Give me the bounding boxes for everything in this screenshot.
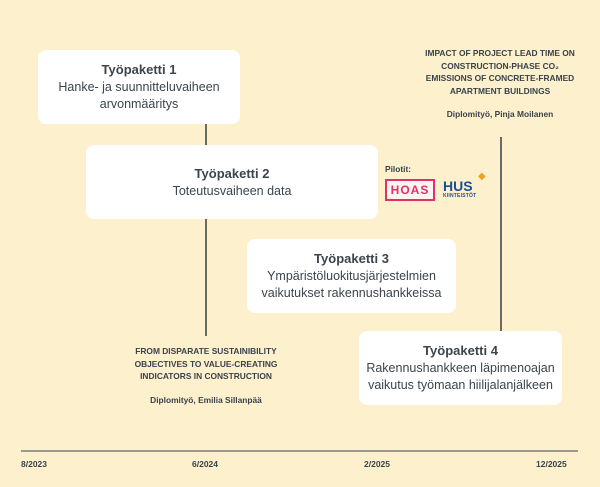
connector-line-2 <box>500 137 502 332</box>
package-desc: Hanke- ja suunnitteluvaiheen <box>58 80 220 94</box>
package-desc: arvonmääritys <box>99 97 179 111</box>
thesis-title-line: IMPACT OF PROJECT LEAD TIME ON <box>425 48 575 58</box>
work-package-3: Työpaketti 3 Ympäristöluokitusjärjestelm… <box>247 239 456 313</box>
thesis-title-line: EMISSIONS OF CONCRETE-FRAMED <box>425 73 575 83</box>
hus-flame-icon: ◆ <box>478 171 486 182</box>
thesis-author: Diplomityö, Emilia Sillanpää <box>150 394 262 405</box>
package-desc: vaikutus työmaan hiilijalanjälkeen <box>368 378 553 392</box>
package-desc: vaikutukset rakennushankkeissa <box>261 286 442 300</box>
timeline-axis <box>21 450 578 452</box>
package-title: Työpaketti 1 <box>101 62 177 77</box>
thesis-title-line: CONSTRUCTION-PHASE CO₂ <box>441 60 559 71</box>
package-desc: Rakennushankkeen läpimenoajan <box>366 361 555 375</box>
timeline-label: 6/2024 <box>192 459 218 469</box>
timeline-label: 2/2025 <box>364 459 390 469</box>
package-title: Työpaketti 2 <box>194 165 270 181</box>
package-desc: Toteutusvaiheen data <box>172 183 292 198</box>
package-desc: Ympäristöluokitusjärjestelmien <box>267 269 436 283</box>
hus-logo-sub: KIINTEISTÖT <box>443 193 477 199</box>
thesis-author: Diplomityö, Pinja Moilanen <box>446 109 554 119</box>
thesis-title-line: APARTMENT BUILDINGS <box>449 85 551 96</box>
package-title: Työpaketti 3 <box>314 251 389 266</box>
thesis-title-line: OBJECTIVES TO VALUE-CREATING <box>134 358 278 369</box>
thesis-note-2: IMPACT OF PROJECT LEAD TIME ON CONSTRUCT… <box>402 47 598 121</box>
thesis-note-1: FROM DISPARATE SUSTAINIBILITY OBJECTIVES… <box>105 345 307 406</box>
work-package-2: Työpaketti 2 Toteutusvaiheen data <box>86 145 378 219</box>
timeline-label: 8/2023 <box>21 459 47 469</box>
hoas-logo: HOAS <box>385 179 435 201</box>
work-package-1: Työpaketti 1 Hanke- ja suunnitteluvaihee… <box>38 50 240 124</box>
hus-logo-text: HUS <box>443 178 473 194</box>
work-package-4: Työpaketti 4 Rakennushankkeen läpimenoaj… <box>359 331 562 405</box>
timeline-label: 12/2025 <box>536 459 567 469</box>
pilots-label: Pilotit: <box>385 164 412 174</box>
thesis-title-line: INDICATORS IN CONSTRUCTION <box>140 371 272 381</box>
connector-line-1 <box>205 124 207 336</box>
thesis-title-line: FROM DISPARATE SUSTAINIBILITY <box>135 346 277 356</box>
package-title: Työpaketti 4 <box>423 343 498 358</box>
